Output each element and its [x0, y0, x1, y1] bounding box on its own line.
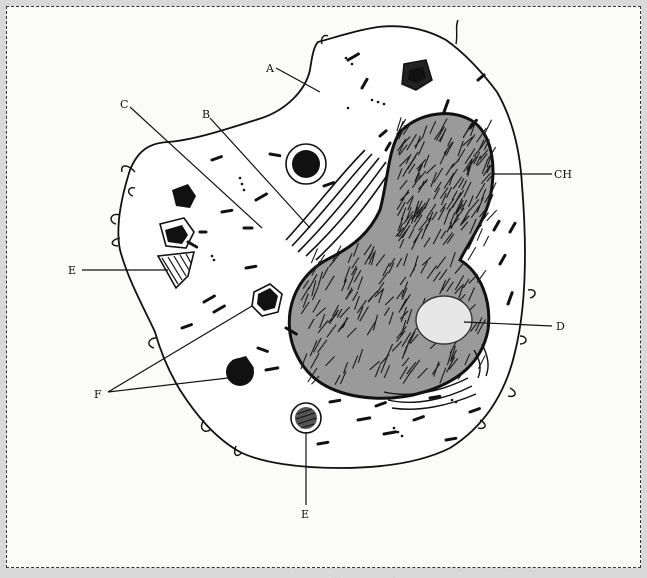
label-e-bottom: E: [301, 508, 309, 521]
ribosome-dot: [213, 259, 216, 262]
mitochondrion: [246, 266, 256, 268]
mitochondrion: [266, 368, 278, 370]
label-ch: CH: [554, 168, 572, 181]
label-c: C: [120, 98, 128, 111]
mitochondrion: [222, 210, 232, 212]
mitochondrion: [430, 396, 440, 398]
mitochondrion: [384, 432, 396, 434]
ribosome-dot: [371, 99, 374, 102]
mitochondrion: [318, 442, 328, 444]
label-d: D: [556, 320, 565, 333]
mitochondrion: [270, 154, 280, 156]
ribosome-dot: [397, 431, 400, 434]
mitochondrion: [446, 438, 456, 440]
ribosome-dot: [351, 63, 354, 66]
label-f: F: [94, 388, 102, 401]
ribosome-dot: [451, 399, 454, 402]
nucleolus: [416, 296, 472, 344]
label-e-left: E: [68, 264, 76, 277]
label-a: A: [265, 62, 275, 75]
mitochondrion: [330, 400, 340, 402]
vacuole-upper-middle: [286, 144, 326, 184]
ribosome-dot: [345, 57, 348, 60]
ribosome-dot: [241, 183, 244, 186]
ribosome-dot: [243, 189, 246, 192]
mitochondrion: [358, 418, 370, 420]
ribosome-dot: [347, 107, 350, 110]
ribosome-dot: [393, 427, 396, 430]
ribosome-dot: [401, 435, 404, 438]
ribosome-dot: [239, 177, 242, 180]
ribosome-dot: [383, 103, 386, 106]
label-b: B: [202, 108, 210, 121]
centriole-bottom: [291, 403, 321, 433]
ribosome-dot: [377, 101, 380, 104]
ribosome-dot: [211, 255, 214, 258]
ribosome-dot: [455, 401, 458, 404]
